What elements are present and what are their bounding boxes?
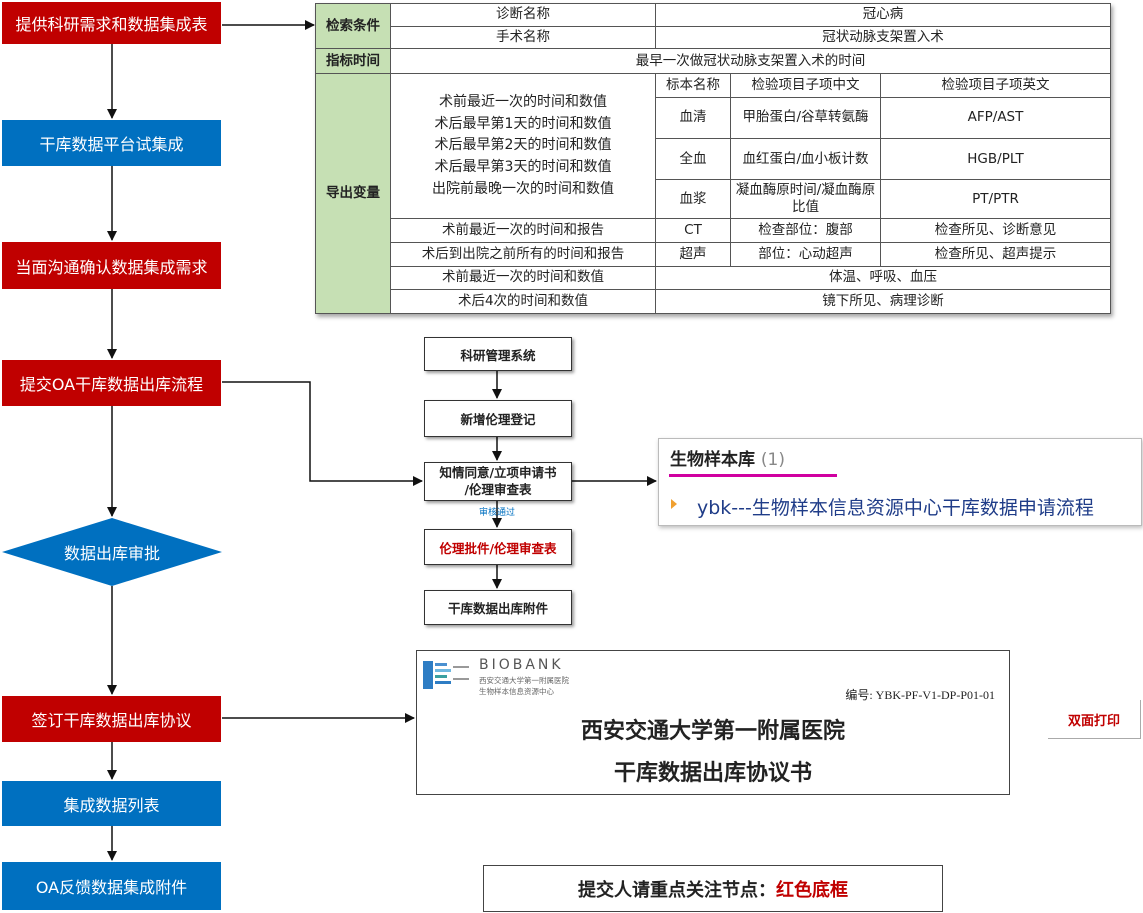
- note-prefix: 提交人请重点关注节点：: [578, 879, 776, 901]
- approval-diamond: [2, 518, 222, 586]
- biobank-sub2: 生物样本信息资源中心: [479, 687, 554, 696]
- table-cell: 甲胎蛋白/谷草转氨酶: [730, 96, 881, 139]
- us-part: 部位：心动超声: [730, 241, 881, 267]
- biobank-brand: BIOBANK: [479, 657, 564, 673]
- step-approval-label: 数据出库审批: [63, 544, 160, 563]
- agreement-title: 干库数据出库协议书: [613, 761, 812, 786]
- us-result: 检查所见、超声提示: [879, 241, 1112, 267]
- biobank-title: 生物样本库 (1): [670, 445, 785, 470]
- ct-part: 检查部位：腹部: [730, 218, 881, 243]
- vital-time: 术前最近一次的时间和数值: [390, 265, 656, 291]
- col-specimen: 标本名称: [655, 73, 731, 98]
- box-dry-data-attachment: 干库数据出库附件: [424, 590, 572, 625]
- ct-result: 检查所见、诊断意见: [879, 218, 1112, 243]
- path-time: 术后4次的时间和数值: [390, 289, 656, 314]
- step-trial-integration: 干库数据平台试集成: [2, 120, 221, 166]
- path-items: 镜下所见、病理诊断: [654, 289, 1112, 314]
- table-cell: 全血: [655, 137, 731, 181]
- integration-table: 检索条件 诊断名称 冠心病 手术名称 冠状动脉支架置入术 指标时间 最早一次做冠…: [315, 2, 1112, 314]
- table-cell: PT/PTR: [879, 179, 1112, 220]
- ct-time: 术前最近一次的时间和报告: [390, 218, 656, 243]
- box-consent-application: 知情同意/立项申请书 /伦理审查表: [424, 462, 572, 501]
- search-condition-header: 检索条件: [315, 2, 391, 50]
- table-cell: HGB/PLT: [879, 137, 1112, 181]
- step-oa-feedback: OA反馈数据集成附件: [2, 862, 221, 910]
- approved-label: 审核通过: [479, 508, 516, 518]
- surgery-value: 冠状动脉支架置入术: [654, 25, 1112, 50]
- note-highlight: 红色底框: [776, 879, 848, 901]
- vital-items: 体温、呼吸、血压: [654, 265, 1112, 291]
- box-ethics-registration: 新增伦理登记: [424, 400, 572, 437]
- us-time: 术后到出院之前所有的时间和报告: [390, 241, 656, 267]
- step-submit-research-need: 提供科研需求和数据集成表: [2, 2, 221, 44]
- table-cell: 凝血酶原时间/凝血酶原比值: [730, 179, 881, 220]
- arrow-step4-subflow: [222, 381, 423, 486]
- biobank-sub1: 西安交通大学第一附属医院: [479, 676, 569, 685]
- index-time-header: 指标时间: [315, 48, 391, 75]
- chevron-right-icon: [671, 499, 677, 509]
- biobank-panel: 生物样本库 (1) ybk---生物样本信息资源中心干库数据申请流程: [658, 438, 1142, 526]
- table-cell: 血清: [655, 96, 731, 139]
- biobank-apply-link[interactable]: ybk---生物样本信息资源中心干库数据申请流程: [697, 497, 1094, 519]
- box-ethics-approval: 伦理批件/伦理审查表: [424, 529, 572, 565]
- ct-type: CT: [655, 218, 731, 243]
- hospital-name: 西安交通大学第一附属医院: [580, 719, 845, 744]
- biobank-title-text: 生物样本库: [670, 450, 755, 470]
- us-type: 超声: [655, 241, 731, 267]
- agreement-document: BIOBANK 西安交通大学第一附属医院 生物样本信息资源中心 编号: YBK-…: [416, 650, 1010, 795]
- step-confirm-requirement: 当面沟通确认数据集成需求: [2, 242, 221, 289]
- col-item-en: 检验项目子项英文: [879, 73, 1112, 98]
- attention-note: 提交人请重点关注节点：红色底框: [483, 865, 943, 912]
- diagnosis-value: 冠心病: [654, 3, 1112, 27]
- step-submit-oa-flow: 提交OA干库数据出库流程: [2, 360, 221, 406]
- diagnosis-label: 诊断名称: [390, 3, 656, 27]
- box-research-system: 科研管理系统: [424, 337, 572, 371]
- lab-time-points: 术前最近一次的时间和数值 术后最早第1天的时间和数值 术后最早第2天的时间和数值…: [390, 73, 656, 220]
- duplex-print-label: 双面打印: [1048, 700, 1141, 739]
- document-code: 编号: YBK-PF-V1-DP-P01-01: [845, 688, 995, 702]
- table-cell: AFP/AST: [879, 96, 1112, 139]
- step-sign-agreement: 签订干库数据出库协议: [2, 696, 221, 742]
- surgery-label: 手术名称: [390, 25, 656, 50]
- step-data-list: 集成数据列表: [2, 781, 221, 826]
- biobank-underline: [669, 474, 837, 477]
- index-time-value: 最早一次做冠状动脉支架置入术的时间: [389, 48, 1112, 75]
- biobank-count: (1): [760, 450, 786, 470]
- biobank-logo-icon: [423, 661, 469, 689]
- col-item-cn: 检验项目子项中文: [730, 73, 881, 98]
- export-variables-header: 导出变量: [315, 73, 391, 314]
- table-cell: 血浆: [655, 179, 731, 220]
- table-cell: 血红蛋白/血小板计数: [730, 137, 881, 181]
